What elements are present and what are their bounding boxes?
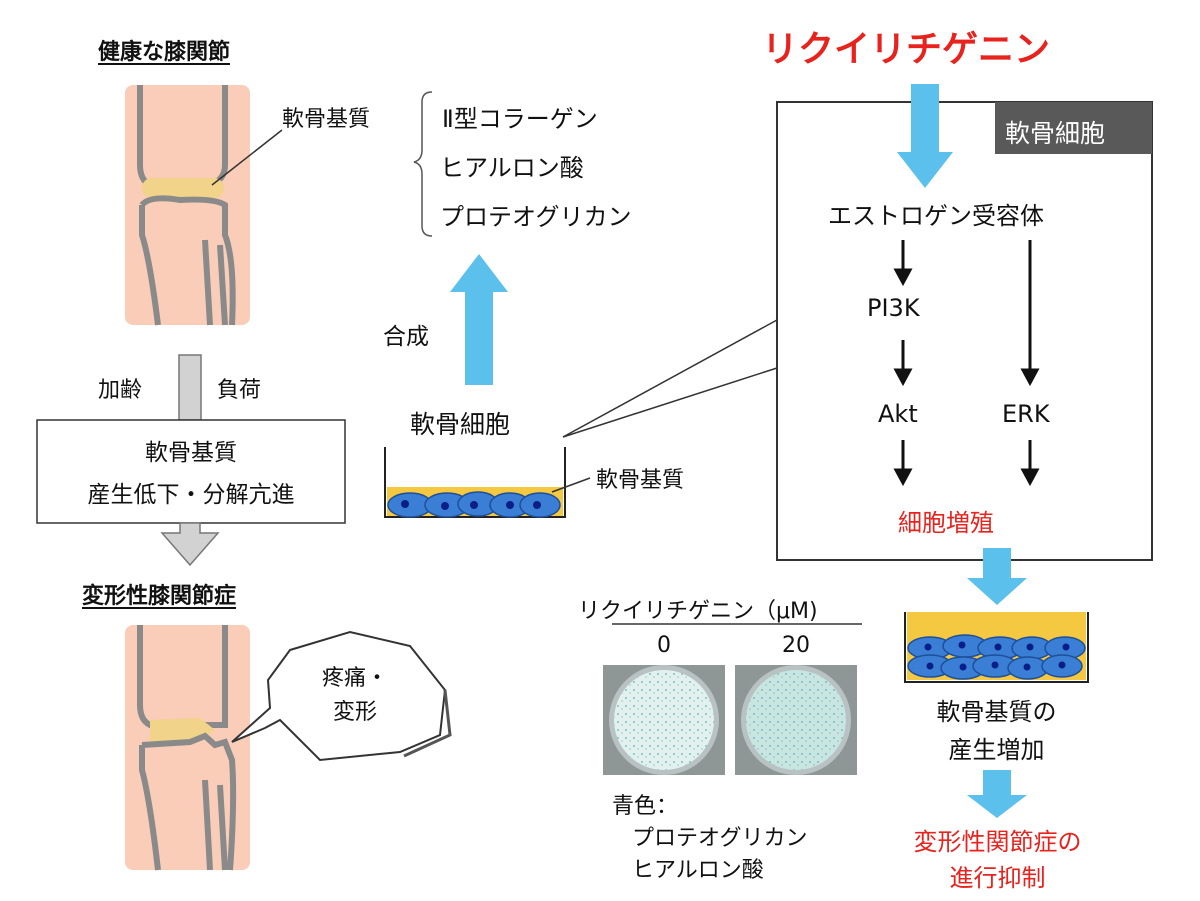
dose-0: 0 [657, 633, 671, 658]
speech-bubble [231, 630, 447, 762]
pathway-arrows [893, 240, 1040, 487]
legend-line2: プロテオグリカン [632, 826, 808, 851]
production-line2: 産生増加 [948, 736, 1045, 764]
dose-20: 20 [782, 633, 810, 658]
dense-culture-well [904, 612, 1089, 683]
chondrocyte-tag-bg [995, 102, 1152, 154]
bubble-line2: 変形 [332, 700, 377, 725]
akt-node: Akt [878, 400, 918, 428]
bubble-line1: 疼痛・ [321, 666, 388, 691]
component-proteoglycan: プロテオグリカン [440, 203, 632, 231]
synthesis-arrow [450, 254, 508, 385]
synthesis-label: 合成 [383, 324, 429, 350]
stained-dish-0 [603, 665, 725, 775]
compound-arrow [897, 84, 953, 188]
suppression-line1: 変形性関節症の [913, 828, 1082, 856]
estrogen-receptor: エストロゲン受容体 [828, 202, 1044, 230]
pi3k-node: PI3K [867, 294, 920, 322]
component-hyaluronan: ヒアルロン酸 [440, 154, 584, 182]
suppression-line2: 進行抑制 [949, 864, 1046, 892]
oa-title: 変形性膝関節症 [82, 584, 237, 609]
oa-knee-illustration [125, 625, 250, 871]
healthy-knee-title: 健康な膝関節 [98, 40, 231, 65]
chondrocyte-tag: 軟骨細胞 [1005, 119, 1106, 148]
load-label: 負荷 [217, 378, 262, 403]
experiment-header: リクイリチゲニン（μM) [578, 599, 818, 624]
production-line1: 軟骨基質の [936, 698, 1057, 726]
matrix-label: 軟骨基質 [282, 107, 371, 132]
aging-load-arrow [178, 354, 202, 421]
chondrocyte-box [776, 101, 1153, 561]
cell-proliferation: 細胞増殖 [898, 509, 994, 537]
compound-title: リクイリチゲニン [762, 29, 1051, 70]
culture-well [384, 447, 591, 518]
chondrocyte-label: 軟骨細胞 [410, 410, 511, 439]
erk-node: ERK [1002, 400, 1050, 428]
production-arrow [967, 548, 1027, 605]
stained-dish-20 [735, 665, 857, 775]
well-matrix-label: 軟骨基質 [596, 468, 685, 493]
suppression-arrow [967, 770, 1027, 818]
healthy-knee-illustration [125, 85, 283, 326]
component-collagen: Ⅱ型コラーゲン [442, 105, 598, 133]
decline-line2: 産生低下・分解亢進 [87, 482, 295, 508]
decline-line1: 軟骨基質 [145, 440, 237, 466]
legend-line1: 青色： [612, 794, 679, 819]
aging-label: 加齢 [98, 378, 143, 403]
legend-line3: ヒアルロン酸 [632, 858, 764, 883]
